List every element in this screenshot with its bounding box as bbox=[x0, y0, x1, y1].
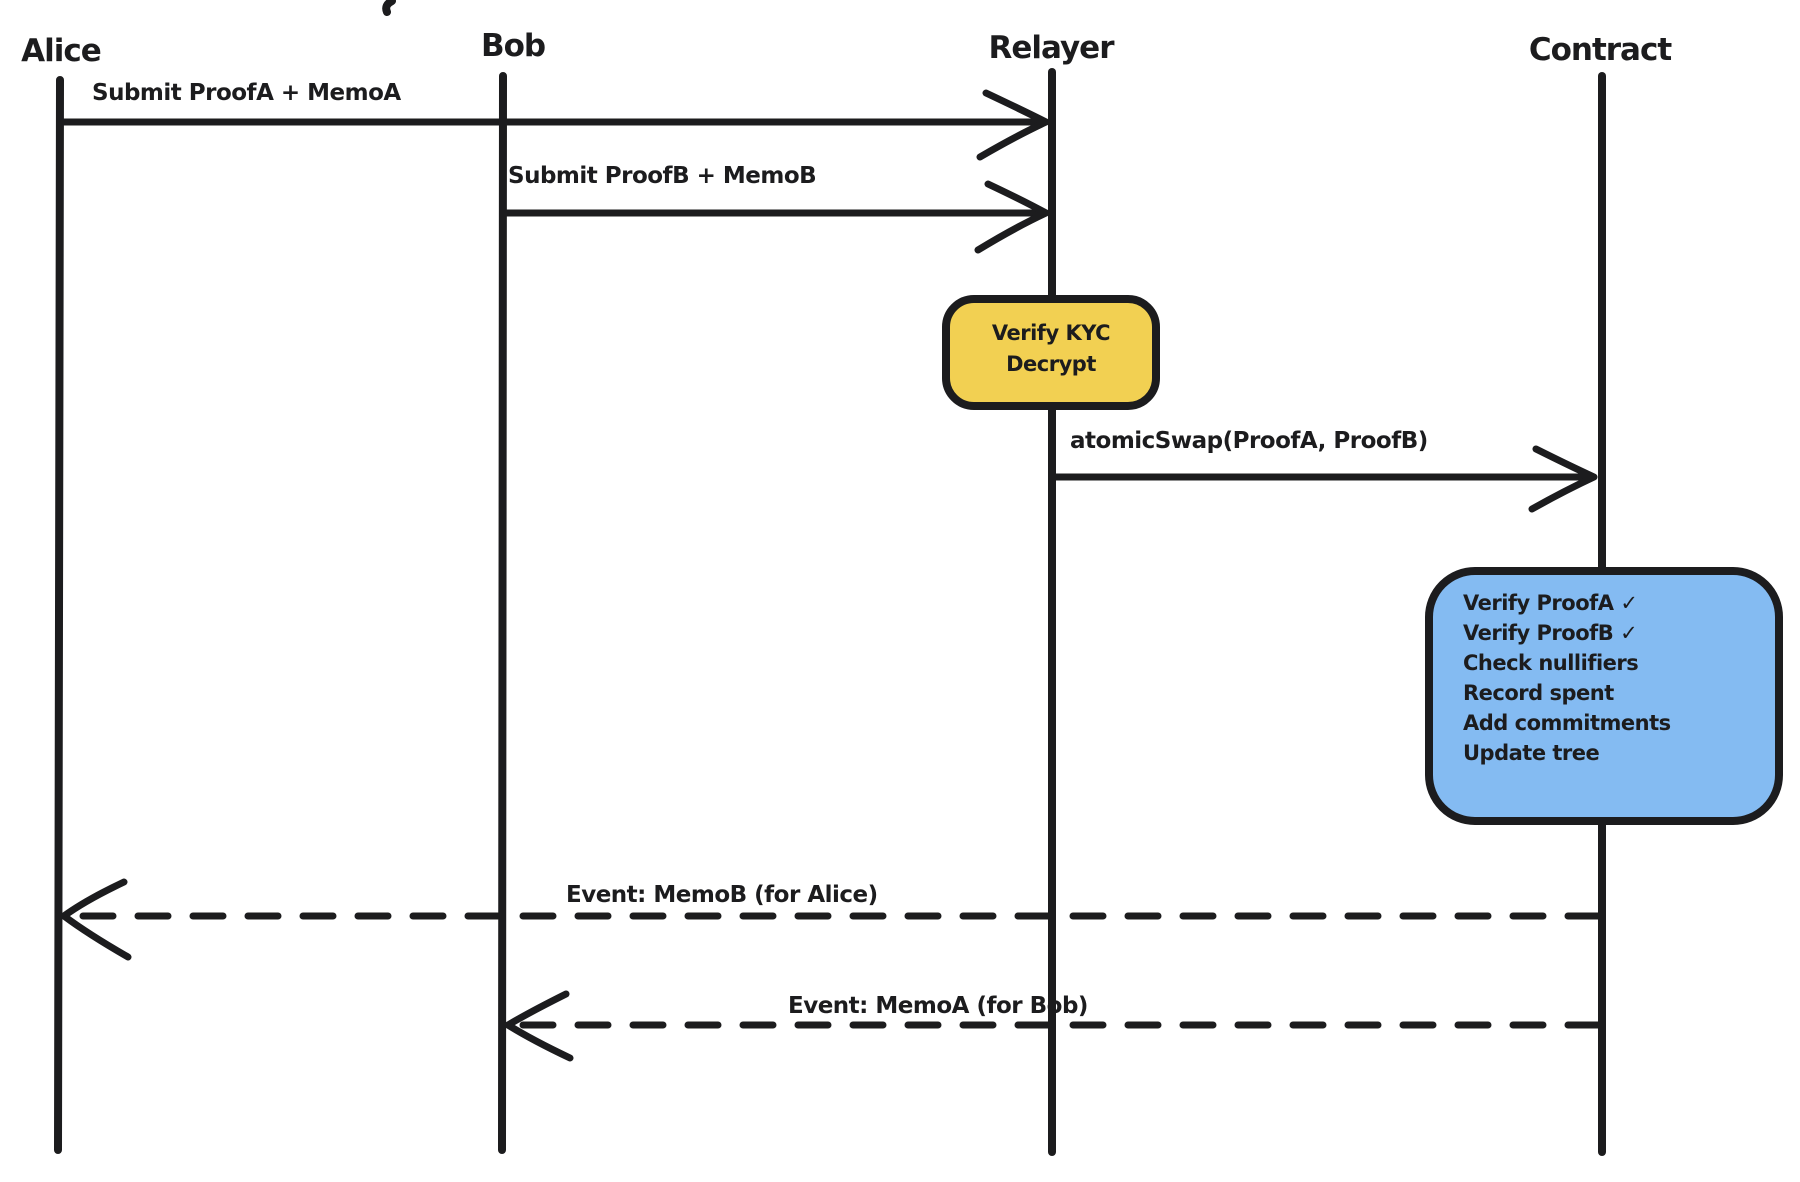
message-label-event-memoa: Event: MemoA (for Bob) bbox=[788, 993, 1088, 1019]
actor-label-bob: Bob bbox=[480, 28, 546, 64]
message-label-submit-proofb: Submit ProofB + MemoB bbox=[508, 163, 817, 189]
message-label-atomic-swap: atomicSwap(ProofA, ProofB) bbox=[1070, 428, 1428, 454]
message-label-submit-proofa: Submit ProofA + MemoA bbox=[92, 80, 401, 106]
arrowhead-event-memoa bbox=[504, 990, 574, 1062]
stray-mark bbox=[382, 0, 396, 16]
contract-note-line: Record spent bbox=[1463, 681, 1614, 705]
contract-note-box: Verify ProofA ✓ Verify ProofB ✓ Check nu… bbox=[1425, 567, 1783, 825]
actor-label-relayer: Relayer bbox=[988, 30, 1114, 66]
arrowhead-submit-proofa bbox=[976, 89, 1050, 161]
actor-label-alice: Alice bbox=[21, 33, 102, 69]
arrowhead-submit-proofb bbox=[974, 180, 1050, 254]
arrowhead-event-memob bbox=[60, 878, 132, 961]
contract-note-line: Verify ProofB ✓ bbox=[1463, 621, 1638, 645]
message-label-event-memob: Event: MemoB (for Alice) bbox=[566, 882, 878, 908]
contract-note-line: Update tree bbox=[1463, 741, 1600, 765]
relayer-note-line: Verify KYC bbox=[991, 321, 1111, 345]
lifeline-bob bbox=[498, 72, 507, 1154]
contract-note-line: Verify ProofA ✓ bbox=[1463, 591, 1638, 615]
lifeline-alice bbox=[54, 76, 64, 1154]
contract-note-line: Add commitments bbox=[1463, 711, 1671, 735]
contract-note-line: Check nullifiers bbox=[1463, 651, 1639, 675]
relayer-note-box: Verify KYC Decrypt bbox=[942, 295, 1160, 410]
arrowhead-atomic-swap bbox=[1528, 445, 1598, 513]
relayer-note-line: Decrypt bbox=[1006, 352, 1096, 376]
actor-label-contract: Contract bbox=[1528, 32, 1672, 68]
